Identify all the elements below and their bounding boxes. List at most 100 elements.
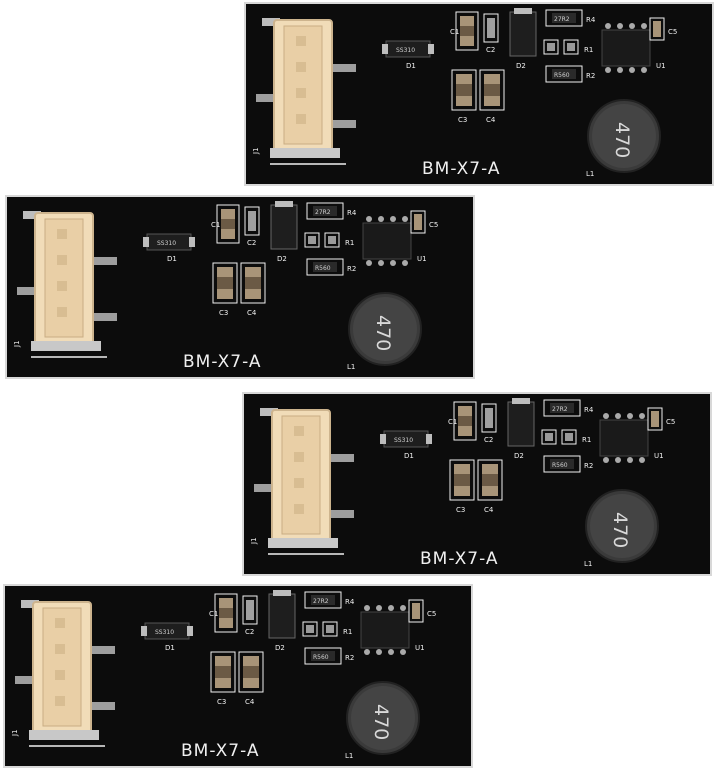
cap-ref-c3: C3 bbox=[458, 116, 467, 124]
ic-ref: U1 bbox=[415, 644, 425, 652]
resistor-code-2: R560 bbox=[313, 654, 329, 661]
diode-d2: D2 bbox=[268, 590, 296, 652]
resistor-ref-r1: R1 bbox=[343, 628, 352, 636]
pcb-artwork: J1 SS310 D1 C1 C2 bbox=[13, 201, 438, 372]
resistor-array: 27R2 R4 R1 R560 R2 bbox=[541, 399, 594, 473]
inductor-ref: L1 bbox=[586, 170, 594, 178]
pcb-artwork: J1 SS310 D1 C1 C2 bbox=[11, 590, 436, 761]
diode-ref: D1 bbox=[406, 62, 416, 70]
cap-ref-c2: C2 bbox=[486, 46, 495, 54]
capacitor-c5: C5 bbox=[408, 599, 436, 623]
connector-j1: J1 bbox=[252, 18, 356, 165]
resistor-code-2: R560 bbox=[554, 72, 570, 79]
cap-ref-c1: C1 bbox=[211, 221, 220, 229]
ic-u1: U1 bbox=[360, 605, 425, 655]
connector-j1: J1 bbox=[250, 408, 354, 555]
connector-label: J1 bbox=[250, 537, 258, 545]
connector-j1: J1 bbox=[11, 600, 115, 747]
cap-ref-c1: C1 bbox=[209, 610, 218, 618]
diode-marking: SS310 bbox=[157, 240, 176, 247]
connector-label: J1 bbox=[13, 340, 21, 348]
capacitor-c5: C5 bbox=[410, 210, 438, 234]
resistor-ref-r4: R4 bbox=[345, 598, 355, 606]
diode2-ref: D2 bbox=[277, 255, 287, 263]
board-model-label: BM-X7-A bbox=[420, 549, 498, 569]
diode-d1: SS310 D1 bbox=[380, 430, 432, 460]
cap-ref-c4: C4 bbox=[247, 309, 257, 317]
inductor-value: 470 bbox=[372, 315, 394, 351]
resistor-code-1: 27R2 bbox=[315, 209, 331, 216]
led-driver-board-3: J1 SS310 D1 C1 C2 bbox=[242, 392, 712, 576]
resistor-ref-r4: R4 bbox=[586, 16, 596, 24]
connector-label: J1 bbox=[11, 729, 19, 737]
led-driver-board-2: J1 SS310 D1 C1 C2 bbox=[5, 195, 475, 379]
inductor-value: 470 bbox=[370, 704, 392, 740]
board-model-label: BM-X7-A bbox=[181, 741, 259, 761]
inductor-l1: 470 L1 bbox=[584, 489, 659, 568]
cap-ref-c1: C1 bbox=[448, 418, 457, 426]
cap-ref-c5: C5 bbox=[668, 28, 677, 36]
resistor-ref-r2: R2 bbox=[345, 654, 354, 662]
cap-ref-c4: C4 bbox=[486, 116, 496, 124]
ic-u1: U1 bbox=[362, 216, 427, 266]
resistor-ref-r1: R1 bbox=[582, 436, 591, 444]
resistor-ref-r2: R2 bbox=[347, 265, 356, 273]
cap-ref-c2: C2 bbox=[247, 239, 256, 247]
inductor-ref: L1 bbox=[584, 560, 592, 568]
inductor-l1: 470 L1 bbox=[586, 99, 661, 178]
resistor-array: 27R2 R4 R1 R560 R2 bbox=[304, 202, 357, 276]
resistor-array: 27R2 R4 R1 R560 R2 bbox=[302, 591, 355, 665]
resistor-code-1: 27R2 bbox=[552, 406, 568, 413]
pcb-artwork: J1 SS310 D1 C1 C2 bbox=[252, 8, 677, 179]
diode-d1: SS310 D1 bbox=[382, 40, 434, 70]
led-driver-board-4: J1 SS310 D1 C1 C2 bbox=[3, 584, 473, 768]
resistor-code-1: 27R2 bbox=[554, 16, 570, 23]
diode-marking: SS310 bbox=[396, 47, 415, 54]
ic-u1: U1 bbox=[599, 413, 664, 463]
capacitor-group-bottom: C3 C4 bbox=[210, 651, 264, 706]
connector-label: J1 bbox=[252, 147, 260, 155]
diode2-ref: D2 bbox=[516, 62, 526, 70]
diode2-ref: D2 bbox=[514, 452, 524, 460]
resistor-code-1: 27R2 bbox=[313, 598, 329, 605]
resistor-ref-r1: R1 bbox=[345, 239, 354, 247]
capacitor-group-top: C1 C2 bbox=[448, 401, 497, 444]
resistor-code-2: R560 bbox=[315, 265, 331, 272]
cap-ref-c2: C2 bbox=[245, 628, 254, 636]
cap-ref-c5: C5 bbox=[427, 610, 436, 618]
cap-ref-c1: C1 bbox=[450, 28, 459, 36]
diode-d2: D2 bbox=[270, 201, 298, 263]
capacitor-group-bottom: C3 C4 bbox=[449, 459, 503, 514]
ic-ref: U1 bbox=[654, 452, 664, 460]
ic-ref: U1 bbox=[656, 62, 666, 70]
diode-ref: D1 bbox=[165, 644, 175, 652]
resistor-ref-r4: R4 bbox=[347, 209, 357, 217]
capacitor-c5: C5 bbox=[647, 407, 675, 431]
cap-ref-c3: C3 bbox=[219, 309, 228, 317]
diode-d2: D2 bbox=[507, 398, 535, 460]
cap-ref-c5: C5 bbox=[429, 221, 438, 229]
resistor-ref-r2: R2 bbox=[584, 462, 593, 470]
cap-ref-c3: C3 bbox=[217, 698, 226, 706]
diode-d2: D2 bbox=[509, 8, 537, 70]
capacitor-group-bottom: C3 C4 bbox=[212, 262, 266, 317]
resistor-code-2: R560 bbox=[552, 462, 568, 469]
diode-marking: SS310 bbox=[394, 437, 413, 444]
cap-ref-c2: C2 bbox=[484, 436, 493, 444]
resistor-array: 27R2 R4 R1 R560 R2 bbox=[543, 9, 596, 83]
inductor-l1: 470 L1 bbox=[347, 292, 422, 371]
connector-j1: J1 bbox=[13, 211, 117, 358]
resistor-ref-r4: R4 bbox=[584, 406, 594, 414]
diode-marking: SS310 bbox=[155, 629, 174, 636]
cap-ref-c5: C5 bbox=[666, 418, 675, 426]
capacitor-c5: C5 bbox=[649, 17, 677, 41]
cap-ref-c3: C3 bbox=[456, 506, 465, 514]
diode-d1: SS310 D1 bbox=[143, 233, 195, 263]
board-model-label: BM-X7-A bbox=[422, 159, 500, 179]
resistor-ref-r2: R2 bbox=[586, 72, 595, 80]
diode-ref: D1 bbox=[167, 255, 177, 263]
ic-ref: U1 bbox=[417, 255, 427, 263]
diode-d1: SS310 D1 bbox=[141, 622, 193, 652]
capacitor-group-top: C1 C2 bbox=[211, 204, 260, 247]
inductor-l1: 470 L1 bbox=[345, 681, 420, 760]
